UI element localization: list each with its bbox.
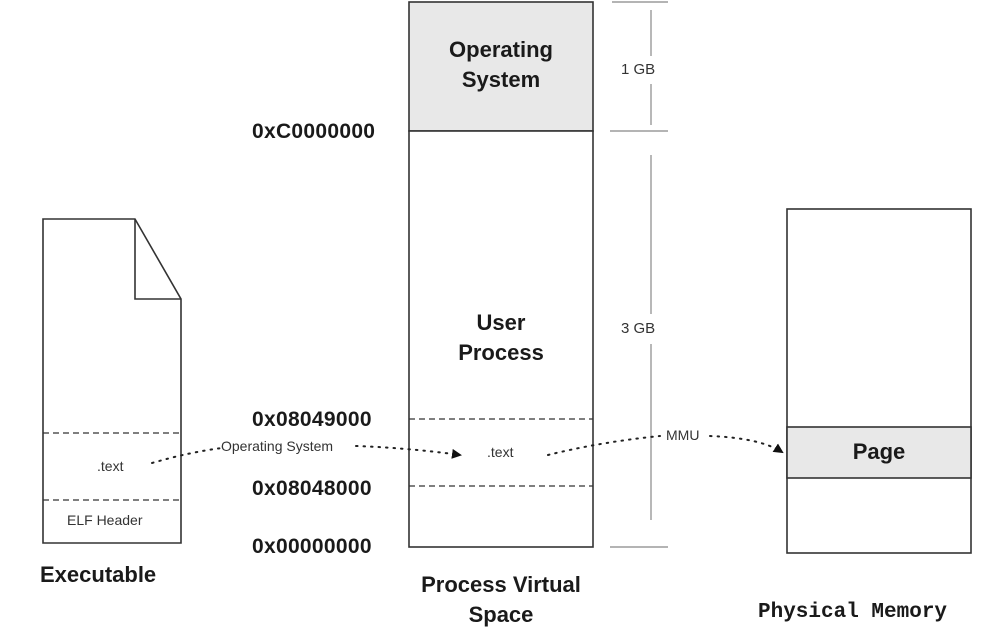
- load-arrow: [151, 445, 460, 463]
- os-size-label: 1 GB: [621, 61, 656, 78]
- mmu-arrow: [547, 435, 782, 455]
- load-arrow-label: Operating System: [221, 438, 334, 454]
- os-region-label: Operating System: [409, 35, 593, 95]
- exec-text-section-label: .text: [97, 458, 124, 474]
- physical-memory-title: Physical Memory: [758, 601, 948, 624]
- user-size-label: 3 GB: [621, 320, 656, 337]
- os-region-label-line2: System: [461, 67, 541, 92]
- virtual-space-title-line1: Process Virtual: [421, 572, 581, 597]
- mmu-arrow-label: MMU: [666, 427, 700, 443]
- user-region: [408, 130, 594, 548]
- user-region-label-line1: User: [476, 310, 526, 335]
- os-region: [408, 1, 594, 132]
- virtual-text-section-label: .text: [487, 444, 514, 460]
- address-kernel-base: 0xC0000000: [252, 120, 376, 143]
- executable-title: Executable: [40, 562, 157, 587]
- page-label: Page: [852, 439, 906, 464]
- address-text-end: 0x08049000: [252, 408, 372, 431]
- size-bracket: [610, 1, 668, 548]
- executable-file-icon: [42, 218, 182, 544]
- user-region-label: User Process: [409, 308, 593, 368]
- physical-memory-box: [786, 208, 972, 554]
- user-region-label-line2: Process: [458, 340, 544, 365]
- os-region-label-line1: Operating: [449, 37, 553, 62]
- exec-elf-header-label: ELF Header: [67, 512, 143, 528]
- virtual-space-title: Process Virtual Space: [396, 570, 606, 630]
- address-text-start: 0x08048000: [252, 477, 372, 500]
- virtual-space-box: [408, 1, 594, 548]
- address-zero: 0x00000000: [252, 535, 372, 558]
- virtual-space-title-line2: Space: [468, 602, 534, 627]
